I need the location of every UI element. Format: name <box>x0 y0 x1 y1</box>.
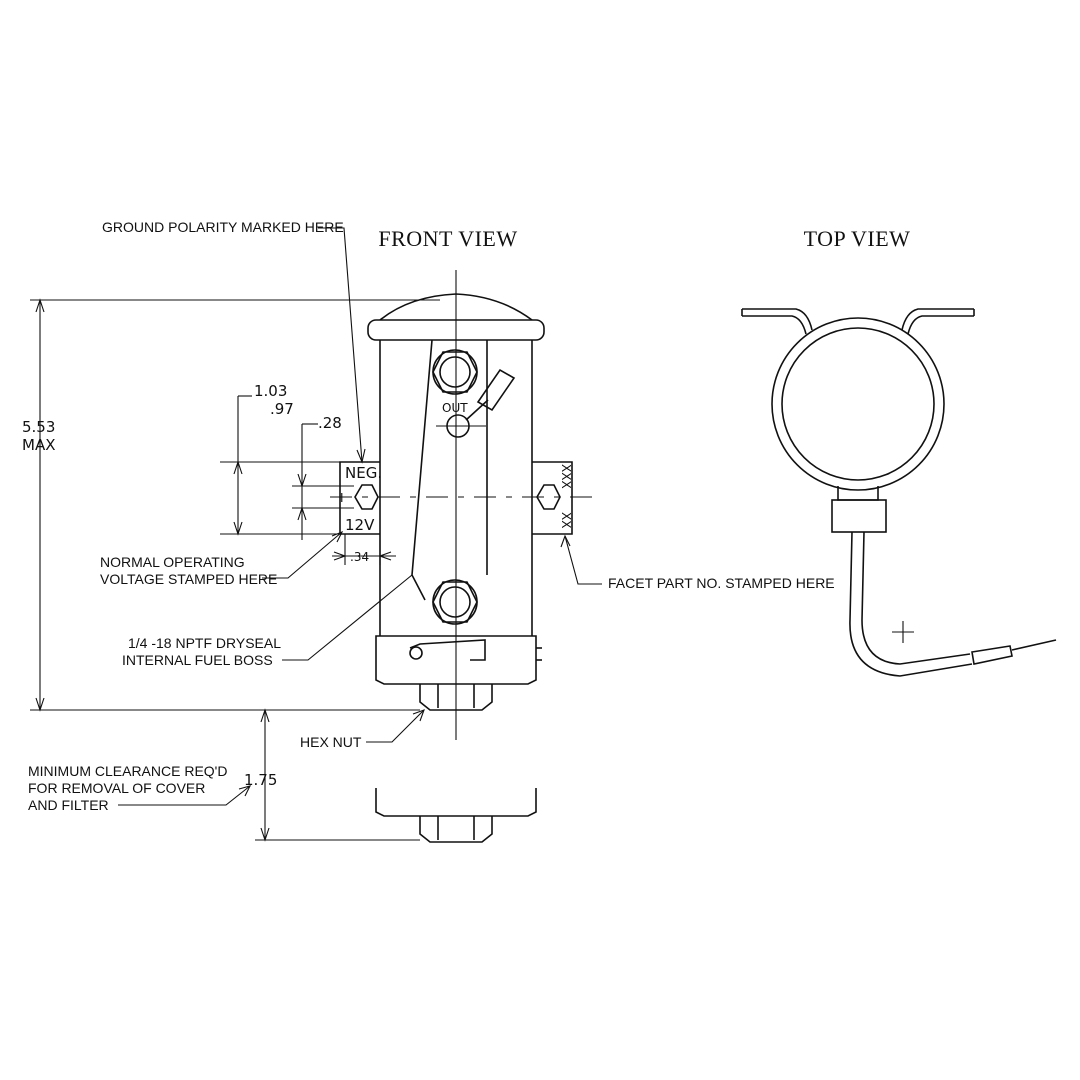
callout-clearance: MINIMUM CLEARANCE REQ'D FOR REMOVAL OF C… <box>28 763 252 813</box>
outlet-fitting-inner <box>439 356 471 388</box>
lead-wire-outer <box>849 531 973 677</box>
pump-dome <box>379 293 533 321</box>
dimension-bracket: 1.03 .97 <box>220 382 340 536</box>
terminal-post <box>476 368 516 412</box>
voltage-note-line2: VOLTAGE STAMPED HERE <box>100 571 277 587</box>
callout-fuel-boss: 1/4 -18 NPTF DRYSEAL INTERNAL FUEL BOSS <box>122 574 413 668</box>
left-bracket-hex <box>354 484 379 510</box>
callout-ground-polarity: GROUND POLARITY MARKED HERE <box>102 219 366 464</box>
facet-part-leader <box>564 535 602 585</box>
right-bracket-hex <box>536 484 561 510</box>
offset-arrows <box>333 551 392 561</box>
clearance-arrow <box>238 785 252 797</box>
inlet-fitting-inner <box>439 586 471 618</box>
wire-tail <box>1011 639 1057 651</box>
clearance-nut-outline <box>419 816 493 843</box>
fuel-boss-leader <box>282 574 413 661</box>
ground-polarity-leader <box>318 227 363 463</box>
cover-latch-pin <box>409 646 423 660</box>
fuel-boss-note-line1: 1/4 -18 NPTF DRYSEAL <box>128 635 281 651</box>
dimension-offset: .34 <box>332 534 396 565</box>
lead-wire-inner <box>861 531 971 665</box>
terminal-block <box>831 499 887 533</box>
hex-nut-note: HEX NUT <box>300 734 362 750</box>
facet-part-arrow <box>560 534 571 548</box>
voltage-note-line1: NORMAL OPERATING <box>100 554 245 570</box>
cover-latch <box>409 639 486 661</box>
front-view-pump: OUT NEG. 12V I XXX XX <box>330 270 595 843</box>
offset-value: .34 <box>350 550 369 564</box>
clearance-cover-outline <box>375 788 537 817</box>
callout-voltage: NORMAL OPERATING VOLTAGE STAMPED HERE <box>100 530 344 587</box>
voltage-arrow <box>331 530 344 543</box>
outlet-label: OUT <box>442 401 468 415</box>
voltage-leader <box>262 531 343 579</box>
outlet-hex <box>432 351 478 393</box>
right-mounting-ear <box>901 308 974 335</box>
bracket-min: .97 <box>270 400 294 418</box>
polarity-marking: NEG. <box>345 464 382 482</box>
part-no-marking-bottom: XX <box>559 512 573 528</box>
wire-connector <box>971 645 1013 665</box>
hex-nut-arrow <box>412 709 425 722</box>
clearance-note-line1: MINIMUM CLEARANCE REQ'D <box>28 763 227 779</box>
clearance-note-line2: FOR REMOVAL OF COVER <box>28 780 205 796</box>
dimension-slot: .28 <box>292 414 354 540</box>
dimension-height: 5.53 MAX <box>22 298 440 712</box>
clearance-note-line3: AND FILTER <box>28 797 109 813</box>
height-value: 5.53 <box>22 418 55 436</box>
terminal-marking: I <box>340 491 344 505</box>
clearance-leader <box>118 785 251 806</box>
body-inner-circle <box>781 327 935 481</box>
part-no-marking-top: XXX <box>559 464 573 489</box>
height-qualifier: MAX <box>22 436 55 454</box>
top-view-title: TOP VIEW <box>804 226 911 251</box>
clearance-value: 1.75 <box>244 771 277 789</box>
filter-cover <box>375 635 537 685</box>
front-view-title: FRONT VIEW <box>378 226 517 251</box>
top-view-pump <box>741 308 1057 677</box>
callout-facet-part: FACET PART NO. STAMPED HERE <box>560 534 835 591</box>
terminal-lead <box>465 399 489 421</box>
pump-cap-rim <box>367 319 545 341</box>
ground-polarity-arrow <box>356 448 366 464</box>
height-arrows <box>35 298 45 712</box>
ground-polarity-note: GROUND POLARITY MARKED HERE <box>102 219 344 235</box>
inlet-hex <box>432 581 478 623</box>
body-outer-circle <box>771 317 945 491</box>
hex-nut-leader <box>366 709 425 743</box>
bracket-arrows <box>233 460 243 536</box>
slot-value: .28 <box>318 414 342 432</box>
callout-hex-nut: HEX NUT <box>300 709 425 750</box>
right-bracket <box>532 461 573 535</box>
left-bracket <box>339 461 380 535</box>
slot-arrows <box>297 473 307 521</box>
dimension-clearance: 1.75 <box>244 708 420 842</box>
left-mounting-ear <box>742 308 813 335</box>
fuel-boss-note-line2: INTERNAL FUEL BOSS <box>122 652 273 668</box>
facet-part-note: FACET PART NO. STAMPED HERE <box>608 575 835 591</box>
voltage-marking: 12V <box>345 516 375 534</box>
hex-nut <box>419 684 493 711</box>
bracket-max: 1.03 <box>254 382 287 400</box>
clearance-arrows <box>260 708 270 842</box>
